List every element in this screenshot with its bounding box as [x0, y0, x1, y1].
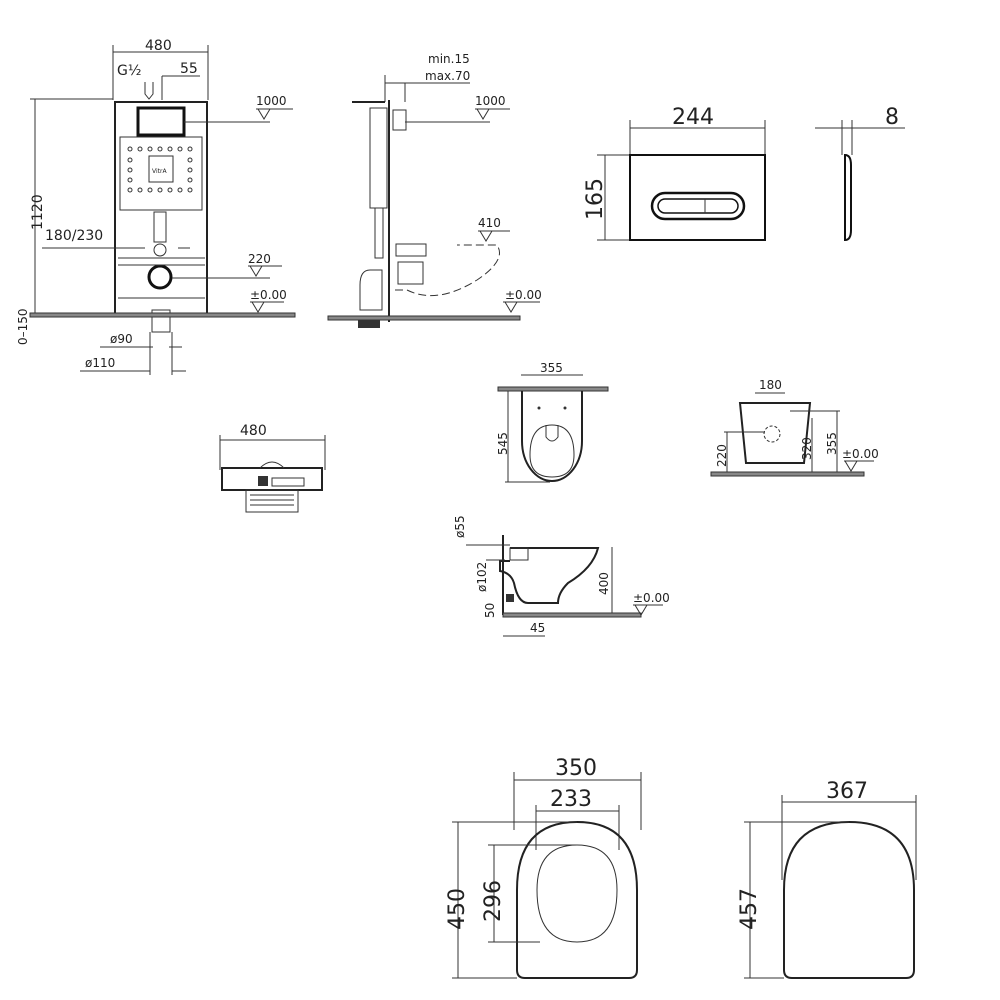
dim-h355: 355 [825, 432, 839, 455]
dim-plate-width: 244 [672, 105, 714, 130]
bowl-side-view: ø55 ø102 50 400 45 ±0.00 [453, 515, 670, 637]
frame-front-view: 480 G½ 55 1120 VitrA 180/230 220 1000 ±0… [16, 38, 296, 375]
dim-h320: 320 [800, 437, 814, 460]
dim-dia-90: ø90 [110, 332, 133, 346]
dim-inlet: G½ [117, 63, 141, 79]
vitra-logo: VitrA [152, 168, 167, 175]
dim-h50: 50 [483, 603, 497, 618]
frame-dots [127, 146, 193, 193]
dim-dia-55: ø55 [453, 515, 467, 538]
dim-seat-inner-width: 233 [550, 787, 592, 812]
dim-seat-length: 450 [445, 888, 470, 930]
flush-plate [629, 154, 766, 241]
floor-line [29, 312, 296, 318]
side-level-410: 410 [478, 216, 501, 230]
level-0: ±0.00 [250, 288, 287, 302]
dim-min: min.15 [428, 52, 470, 66]
dim-h400: 400 [597, 572, 611, 595]
seat-closed-view: 367 457 [737, 779, 917, 979]
dim-frame-width: 480 [145, 38, 172, 54]
dim-frame-height: 1120 [30, 194, 46, 230]
dim-top-width: 480 [240, 423, 267, 439]
dim-bowl-length: 545 [496, 432, 510, 455]
dim-cover-length: 457 [737, 888, 762, 930]
dim-seat-outer-width: 350 [555, 756, 597, 781]
dim-plate-height: 165 [583, 178, 608, 220]
bowl-top-view: 355 545 [496, 361, 609, 483]
dim-seat-inner-length: 296 [481, 880, 506, 922]
frame-side-view: min.15 max.70 1000 410 ±0.00 [327, 52, 542, 328]
bowl-side-level-0: ±0.00 [633, 591, 670, 605]
dim-spacing: 180/230 [45, 228, 103, 244]
dim-h220: 220 [715, 444, 729, 467]
level-220: 220 [248, 252, 271, 266]
dim-dia-102: ø102 [475, 562, 489, 592]
flush-plate-view: 244 165 8 [583, 105, 905, 242]
frame-top-view: 480 [219, 423, 326, 513]
dim-fixing-spacing: 180 [759, 378, 782, 392]
dim-dia-110: ø110 [85, 356, 115, 370]
seat-open-view: 350 233 450 296 [445, 756, 642, 979]
floor-line-side [327, 315, 521, 321]
side-level-0: ±0.00 [505, 288, 542, 302]
dim-adjust: 0–150 [16, 308, 30, 345]
dim-max: max.70 [425, 69, 470, 83]
dim-d45: 45 [530, 621, 545, 635]
dim-inlet-offset: 55 [180, 61, 198, 77]
dim-plate-depth: 8 [885, 105, 899, 130]
dim-cover-width: 367 [826, 779, 868, 804]
side-level-1000: 1000 [475, 94, 506, 108]
dim-bowl-width: 355 [540, 361, 563, 375]
bowl-front-level-0: ±0.00 [842, 447, 879, 461]
bowl-front-view: 180 220 320 355 ±0.00 [710, 378, 879, 477]
level-1000: 1000 [256, 94, 287, 108]
